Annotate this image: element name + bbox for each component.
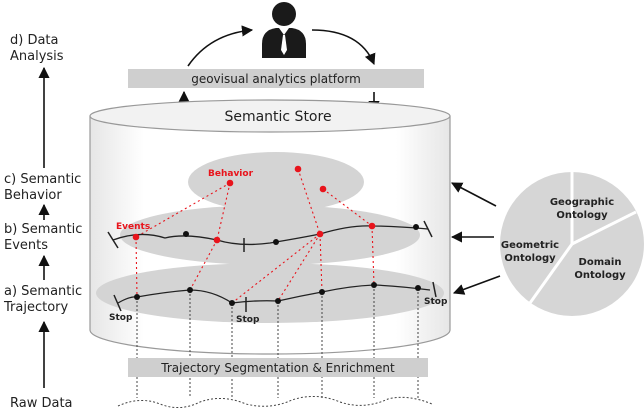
geovisual-platform-label: geovisual analytics platform <box>191 72 361 86</box>
arrow-ontology-to-trajectory <box>452 275 501 295</box>
label-semantic-trajectory-2: Trajectory <box>3 300 68 315</box>
left-level-axis: d) Data Analysis c) Semantic Behavior b)… <box>3 33 82 411</box>
geovisual-platform-bar <box>128 69 424 88</box>
behavior-point <box>319 185 327 193</box>
arrow-ontology-to-behavior <box>451 182 497 207</box>
behavior-disc <box>188 152 364 212</box>
geographic-ontology-1: Geographic <box>550 197 614 208</box>
geometric-ontology-2: Ontology <box>504 253 556 264</box>
event-point <box>213 236 221 244</box>
trajectory-point <box>134 294 140 300</box>
trajectory-point <box>187 287 193 293</box>
label-semantic-events-1: b) Semantic <box>4 222 82 237</box>
label-data-analysis-1: d) Data <box>10 33 59 48</box>
label-semantic-behavior-2: Behavior <box>4 188 62 203</box>
domain-ontology-1: Domain <box>579 257 622 268</box>
event-point <box>316 230 324 238</box>
behavior-label: Behavior <box>208 169 254 179</box>
segmentation-label: Trajectory Segmentation & Enrichment <box>160 361 395 375</box>
trajectory-point <box>319 289 325 295</box>
stop-label: Stop <box>424 297 448 307</box>
events-disc <box>120 205 420 265</box>
geometric-ontology-1: Geometric <box>501 240 559 251</box>
businessman-icon <box>262 2 306 58</box>
arrow-platform-to-user <box>187 25 254 67</box>
trajectory-point <box>371 282 377 288</box>
segmentation-bar <box>128 358 428 377</box>
trajectory-point <box>415 285 421 291</box>
behavior-point <box>226 179 234 187</box>
label-semantic-events-2: Events <box>4 238 48 253</box>
geographic-ontology-2: Ontology <box>556 210 608 221</box>
domain-ontology-2: Ontology <box>574 270 626 281</box>
raw-data-trace <box>117 396 433 408</box>
label-data-analysis-2: Analysis <box>10 49 64 64</box>
stop-label: Stop <box>109 313 133 323</box>
label-semantic-behavior-1: c) Semantic <box>4 172 81 187</box>
raw-data-projection-lines <box>136 285 419 398</box>
trajectory-disc <box>96 263 444 323</box>
stop-label: Stop <box>236 315 260 325</box>
ontology-pie: Geographic Ontology Geometric Ontology D… <box>500 172 644 316</box>
semantic-relation-lines <box>135 168 375 304</box>
events-label: Events <box>116 222 150 232</box>
trajectory-point <box>273 239 279 245</box>
trajectory-point <box>275 298 281 304</box>
event-point <box>132 233 140 241</box>
behavior-point <box>294 165 302 173</box>
trajectory-point <box>413 224 419 230</box>
event-point <box>368 222 376 230</box>
semantic-store-title: Semantic Store <box>224 109 331 125</box>
arrow-user-to-platform <box>311 29 376 66</box>
label-raw-data: Raw Data <box>10 396 73 411</box>
label-semantic-trajectory-1: a) Semantic <box>4 284 82 299</box>
trajectory-point <box>229 300 235 306</box>
events-trajectory <box>107 220 433 252</box>
trajectory-point <box>183 231 189 237</box>
semantic-trajectory-line <box>113 281 437 312</box>
